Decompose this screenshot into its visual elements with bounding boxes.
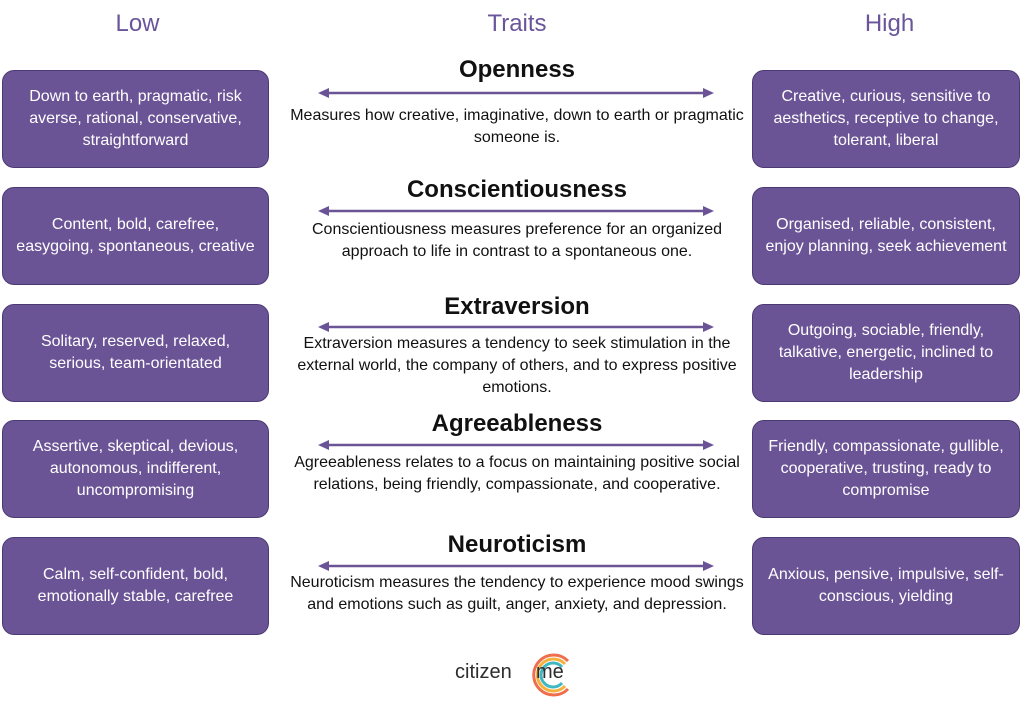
openness-description: Measures how creative, imaginative, down… (290, 107, 744, 146)
extraversion-title: Extraversion (444, 293, 590, 320)
conscientiousness-description: Conscientiousness measures preference fo… (311, 221, 722, 260)
conscientiousness-high-text: Organised, reliable, consistent, enjoy p… (765, 216, 1007, 255)
agreeableness-low-text: Assertive, skeptical, devious, autonomou… (32, 438, 239, 499)
extraversion-low-text: Solitary, reserved, relaxed, serious, te… (40, 333, 231, 372)
neuroticism-high-text: Anxious, pensive, impulsive, self-consci… (768, 566, 1004, 605)
conscientiousness-low-box: Content, bold, carefree, easygoing, spon… (2, 187, 269, 285)
logo-text: citizen (455, 661, 512, 683)
agreeableness-double-arrow (318, 440, 714, 450)
conscientiousness-double-arrow (318, 206, 714, 216)
openness-double-arrow (318, 88, 714, 98)
extraversion-low-box: Solitary, reserved, relaxed, serious, te… (2, 304, 269, 402)
openness-low-text: Down to earth, pragmatic, risk averse, r… (29, 88, 242, 149)
neuroticism-low-box: Calm, self-confident, bold, emotionally … (2, 537, 269, 635)
agreeableness-low-box: Assertive, skeptical, devious, autonomou… (2, 420, 269, 518)
agreeableness-high-text: Friendly, compassionate, gullible, coope… (768, 438, 1004, 499)
openness-high-text: Creative, curious, sensitive to aestheti… (773, 88, 999, 149)
extraversion-description: Extraversion measures a tendency to seek… (297, 335, 737, 396)
conscientiousness-low-text: Content, bold, carefree, easygoing, spon… (16, 216, 255, 255)
neuroticism-low-text: Calm, self-confident, bold, emotionally … (37, 566, 234, 605)
traits-column-header: Traits (487, 10, 547, 37)
extraversion-high-text: Outgoing, sociable, friendly, talkative,… (778, 322, 994, 383)
neuroticism-double-arrow (318, 561, 714, 571)
agreeableness-description: Agreeableness relates to a focus on main… (294, 454, 740, 493)
extraversion-double-arrow (318, 322, 714, 332)
high-column-header: High (864, 10, 915, 37)
extraversion-high-box: Outgoing, sociable, friendly, talkative,… (752, 304, 1020, 402)
neuroticism-description: Neuroticism measures the tendency to exp… (290, 574, 744, 613)
agreeableness-title: Agreeableness (431, 410, 603, 437)
neuroticism-title: Neuroticism (447, 531, 587, 558)
openness-title: Openness (458, 56, 576, 83)
low-column-header: Low (115, 10, 160, 37)
agreeableness-high-box: Friendly, compassionate, gullible, coope… (752, 420, 1020, 518)
citizenme-logo: citizen me (455, 650, 595, 700)
openness-high-box: Creative, curious, sensitive to aestheti… (752, 70, 1020, 168)
conscientiousness-title: Conscientiousness (406, 176, 628, 203)
conscientiousness-high-box: Organised, reliable, consistent, enjoy p… (752, 187, 1020, 285)
neuroticism-high-box: Anxious, pensive, impulsive, self-consci… (752, 537, 1020, 635)
openness-low-box: Down to earth, pragmatic, risk averse, r… (2, 70, 269, 168)
logo-ring-icon (532, 653, 570, 697)
logo-suffix: me (536, 661, 564, 683)
